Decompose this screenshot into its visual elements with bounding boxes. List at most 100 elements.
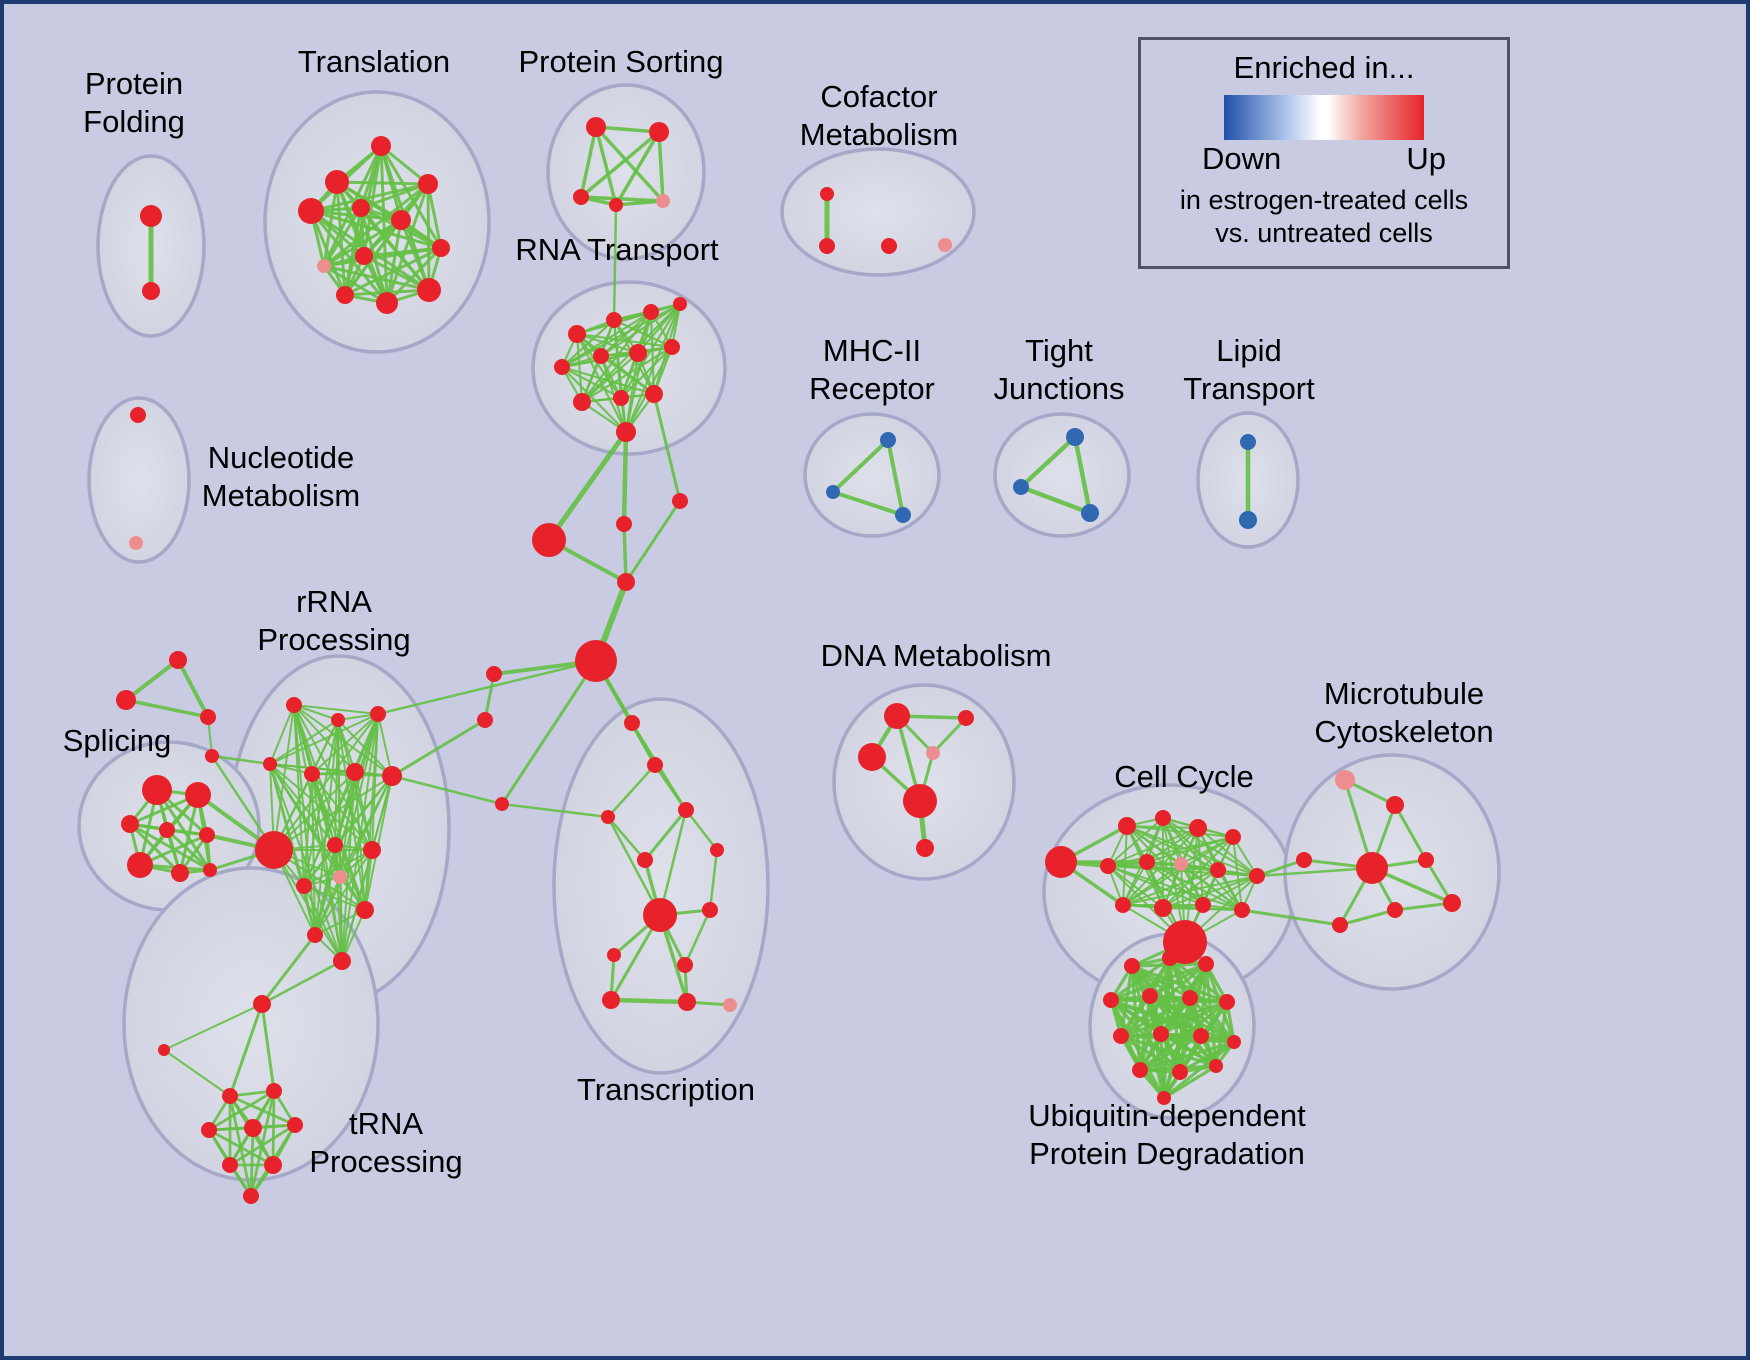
network-edge [831, 490, 905, 517]
network-node-U9 [1193, 1028, 1209, 1044]
network-edge [390, 718, 487, 778]
network-edge [1138, 1040, 1236, 1072]
network-edge [624, 302, 682, 434]
network-edge [1109, 962, 1208, 1002]
network-edge [599, 354, 628, 434]
network-node-S5 [127, 852, 153, 878]
network-edge [1018, 484, 1093, 516]
network-edge [364, 713, 379, 911]
network-edge [621, 429, 629, 527]
network-node-MT8 [1332, 917, 1348, 933]
network-edge [606, 763, 657, 819]
network-edge [560, 310, 653, 369]
network-node-TC12 [723, 998, 737, 1012]
network-edge [1122, 875, 1258, 906]
network-node-RP12 [296, 878, 312, 894]
network-node-H6 [477, 712, 493, 728]
network-node-TC9 [677, 957, 693, 973]
network-node-U12 [1172, 1064, 1188, 1080]
network-node-U11 [1132, 1062, 1148, 1078]
network-node-T6 [432, 239, 450, 257]
network-node-S0 [142, 775, 172, 805]
network-edge [271, 1089, 276, 1167]
network-edge [303, 844, 336, 887]
network-edge [931, 716, 968, 755]
network-node-TC5 [710, 843, 724, 857]
network-edge [228, 1002, 264, 1098]
legend-down-label: Down [1202, 141, 1282, 176]
network-node-C12 [1195, 897, 1211, 913]
network-edge [269, 713, 379, 765]
nodes-layer [116, 117, 1461, 1204]
network-node-D4 [903, 784, 937, 818]
network-node-RP3 [205, 749, 219, 763]
network-edge [1018, 434, 1078, 490]
network-node-H7 [495, 797, 509, 811]
network-node-X0 [169, 651, 187, 669]
cluster-ellipse-tj [993, 412, 1131, 538]
network-node-MT4 [1356, 852, 1388, 884]
network-edge [1119, 996, 1192, 1038]
network-edge [1072, 434, 1093, 516]
network-node-TR0 [253, 995, 271, 1013]
network-edge [165, 828, 212, 872]
network-edge [1107, 817, 1164, 867]
network-edge [303, 771, 356, 887]
network-edge [1138, 1034, 1203, 1072]
cluster-label-cc: Cell Cycle [1114, 759, 1254, 794]
network-node-TC11 [678, 993, 696, 1011]
network-edge [612, 203, 618, 322]
network-node-U1 [1162, 950, 1178, 966]
network-edge [163, 1049, 231, 1097]
network-edge [269, 704, 295, 765]
network-node-D3 [926, 746, 940, 760]
network-node-C4 [1225, 829, 1241, 845]
network-edge [1393, 901, 1454, 912]
network-edge [399, 218, 431, 292]
network-node-RP0 [286, 697, 302, 713]
network-node-S4 [199, 827, 215, 843]
network-edge [124, 698, 210, 719]
network-edge [684, 808, 719, 852]
network-edge [1162, 869, 1219, 909]
network-node-RP8 [255, 831, 293, 869]
network-edge [614, 199, 665, 207]
network-node-R5 [593, 348, 609, 364]
network-node-N1 [129, 536, 143, 550]
network-edge [1122, 861, 1148, 906]
network-node-CM1 [819, 238, 835, 254]
network-node-T11 [417, 278, 441, 302]
network-node-U5 [1182, 990, 1198, 1006]
network-node-TR3 [266, 1083, 282, 1099]
network-edge [362, 246, 443, 258]
network-node-TC8 [607, 948, 621, 962]
network-node-TR2 [222, 1088, 238, 1104]
network-edge [560, 365, 628, 434]
network-node-MT3 [1296, 852, 1312, 868]
network-edge [624, 351, 640, 434]
network-edge [128, 822, 182, 875]
network-node-C7 [1174, 857, 1188, 871]
network-edge [341, 849, 373, 962]
network-edge [594, 125, 661, 134]
legend-gradient-bar [1224, 95, 1424, 140]
network-edge [322, 218, 403, 268]
network-node-MT0 [1335, 770, 1355, 790]
network-node-T2 [418, 174, 438, 194]
cluster-label-sp: Splicing [63, 723, 172, 758]
network-edge [303, 885, 316, 936]
network-node-U6 [1219, 994, 1235, 1010]
network-node-T1 [371, 136, 391, 156]
network-node-U14 [1157, 1091, 1171, 1105]
network-node-S1 [185, 782, 211, 808]
network-node-PS2 [573, 189, 589, 205]
network-node-S6 [171, 864, 189, 882]
network-node-U3 [1103, 992, 1119, 1008]
network-node-D1 [958, 710, 974, 726]
cluster-label-tc: Transcription [577, 1072, 755, 1107]
